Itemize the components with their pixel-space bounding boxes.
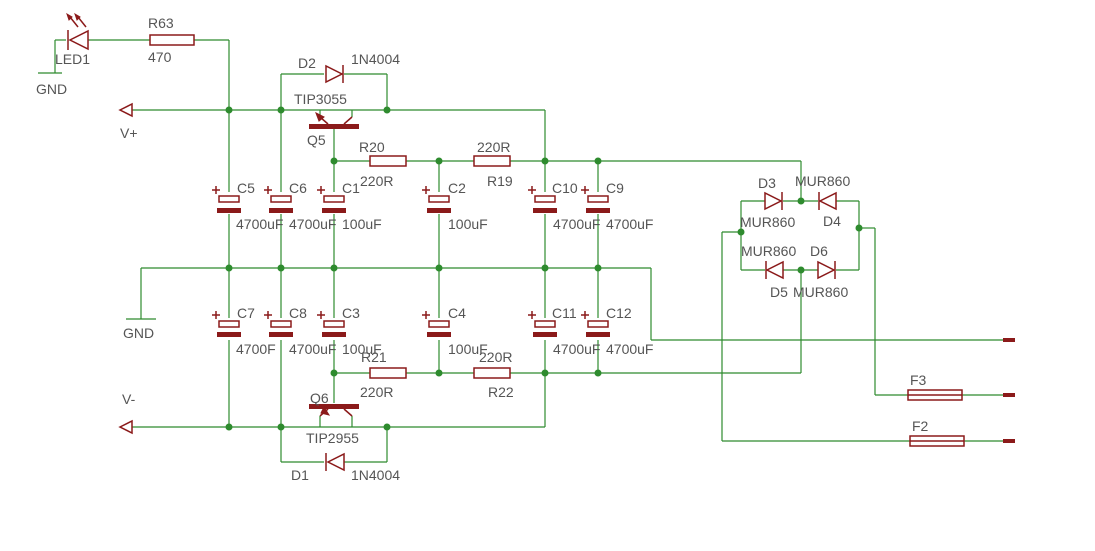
output-pads	[1003, 338, 1015, 443]
c2-value: 100uF	[448, 216, 488, 232]
c2-ref: C2	[448, 180, 466, 196]
f2-symbol	[909, 435, 965, 447]
f3-symbol	[907, 389, 963, 401]
d3-ref: D3	[758, 175, 776, 191]
q6-ref: Q6	[310, 390, 329, 406]
c3-symbol	[317, 311, 346, 337]
d2-value: 1N4004	[351, 51, 400, 67]
c3-value: 100uF	[342, 341, 382, 357]
d5-value: MUR860	[741, 243, 796, 259]
c7-symbol	[212, 311, 241, 337]
f3-ref: F3	[910, 372, 927, 388]
r21-symbol	[369, 367, 407, 379]
r20-value: 220R	[360, 173, 393, 189]
wires	[38, 39, 1003, 463]
d1-symbol	[325, 452, 345, 472]
c11-value: 4700uF	[553, 341, 600, 357]
c7-value: 4700F	[236, 341, 276, 357]
d1-value: 1N4004	[351, 467, 400, 483]
r22-symbol	[473, 367, 511, 379]
d6-ref: D6	[810, 243, 828, 259]
c10-symbol	[528, 186, 557, 213]
vplus-terminal	[118, 102, 133, 118]
gnd-left-label: GND	[123, 325, 154, 341]
q5-value: TIP3055	[294, 91, 347, 107]
r22-value: 220R	[479, 349, 512, 365]
c6-value: 4700uF	[289, 216, 336, 232]
q5-symbol	[309, 111, 359, 129]
c1-ref: C1	[342, 180, 360, 196]
r19-value: 220R	[477, 139, 510, 155]
d2-symbol	[325, 64, 344, 84]
d4-ref: D4	[823, 213, 841, 229]
c11-symbol	[528, 311, 557, 337]
r22-ref: R22	[488, 384, 514, 400]
c4-ref: C4	[448, 305, 466, 321]
d4-symbol	[818, 191, 837, 211]
q6-symbol	[309, 404, 359, 417]
c12-value: 4700uF	[606, 341, 653, 357]
c12-symbol	[581, 311, 610, 337]
vminus-terminal	[118, 419, 133, 435]
c5-symbol	[212, 186, 241, 213]
q5-ref: Q5	[307, 132, 326, 148]
vplus-label: V+	[120, 125, 138, 141]
r21-value: 220R	[360, 384, 393, 400]
cap-symbols-bottom	[212, 311, 610, 337]
c3-ref: C3	[342, 305, 360, 321]
r63-value: 470	[148, 49, 172, 65]
cap-symbols-top	[212, 186, 610, 213]
r63-symbol	[149, 34, 195, 46]
d5-ref: D5	[770, 284, 788, 300]
d2-ref: D2	[298, 55, 316, 71]
vminus-label: V-	[122, 391, 136, 407]
c8-symbol	[264, 311, 293, 337]
q6-value: TIP2955	[306, 430, 359, 446]
c7-ref: C7	[237, 305, 255, 321]
c5-ref: C5	[237, 180, 255, 196]
d1-ref: D1	[291, 467, 309, 483]
d3-symbol	[764, 191, 783, 211]
c6-symbol	[264, 186, 293, 213]
junctions	[225, 106, 863, 431]
c4-value: 100uF	[448, 341, 488, 357]
gnd-led-label: GND	[36, 81, 67, 97]
labels: LED1 R63 470 GND V+ GND V- D2 1N4004 TIP…	[36, 15, 929, 483]
d4-value: MUR860	[795, 173, 850, 189]
c6-ref: C6	[289, 180, 307, 196]
r20-symbol	[369, 155, 407, 167]
c1-value: 100uF	[342, 216, 382, 232]
c9-ref: C9	[606, 180, 624, 196]
c1-symbol	[317, 186, 346, 213]
r21-ref: R21	[361, 349, 387, 365]
d6-symbol	[817, 260, 836, 280]
c5-value: 4700uF	[236, 216, 283, 232]
c10-ref: C10	[552, 180, 578, 196]
c10-value: 4700uF	[553, 216, 600, 232]
d6-value: MUR860	[793, 284, 848, 300]
c8-value: 4700uF	[289, 341, 336, 357]
r20-ref: R20	[359, 139, 385, 155]
c9-symbol	[581, 186, 610, 213]
c9-value: 4700uF	[606, 216, 653, 232]
r19-symbol	[473, 155, 511, 167]
r19-ref: R19	[487, 173, 513, 189]
c11-ref: C11	[552, 305, 577, 321]
d5-symbol	[765, 260, 784, 280]
c4-symbol	[422, 311, 451, 337]
c2-symbol	[422, 186, 451, 213]
led-ref: LED1	[55, 51, 90, 67]
d3-value: MUR860	[740, 214, 795, 230]
f2-ref: F2	[912, 418, 929, 434]
c12-ref: C12	[606, 305, 632, 321]
r63-ref: R63	[148, 15, 174, 31]
c8-ref: C8	[289, 305, 307, 321]
led-symbol	[66, 12, 89, 51]
